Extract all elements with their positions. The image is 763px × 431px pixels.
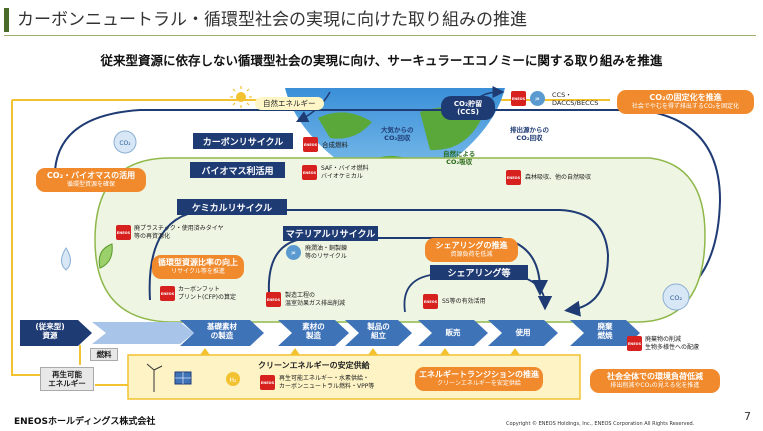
sharing-promotion-callout: シェアリングの推進資源負荷を低減 [425,238,518,262]
clean-energy-supply-label: クリーンエネルギーの安定供給 [258,361,370,370]
cfp-note: カーボンフット プリント(CFP)の算定 [178,286,236,301]
fuel-label: 燃料 [90,348,118,361]
waste-plastic-note: 廃プラスチック・使用済みタイヤ 等の再資源化 [134,225,224,240]
stage-material-label: 素材の 製造 [302,322,325,340]
flow-chevron-sales [418,320,488,346]
eneos-logo-icon: ENEOS [423,294,438,309]
water-drop-icon [61,247,71,271]
svg-text:H₂: H₂ [230,377,238,384]
leaf-icon [98,243,113,269]
stage-sales-label: 販売 [445,328,461,337]
company-logo: ENEOSホールディングス株式会社 [14,417,156,427]
page-subtitle: 従来型資源に依存しない循環型社会の実現に向け、サーキュラーエコノミーに関する取り… [100,53,663,68]
jx-logo-icon: JX [286,245,301,260]
ss-note: SS等の有効活用 [442,298,486,305]
sharing-label: シェアリング等 [430,265,528,280]
renewables-note: 再生可能エネルギー・水素供給・ カーボンニュートラル燃料・VPP等 [279,375,375,390]
energy-transition-callout: エネルギートランジションの推進クリーンエネルギーを安定供給 [415,367,543,391]
svg-text:CO₂: CO₂ [119,140,131,147]
stage-assembly-label: 製品の 組立 [367,322,390,340]
stage-resource-label: (従来型) 資源 [35,322,65,340]
eneos-logo-icon: ENEOS [627,336,642,351]
source-capture-label: 排出源からの CO₂回収 [510,126,549,143]
forest-absorption-label: 森林吸収、他の自然吸収 [525,174,592,181]
carbon-recycle-label: カーボンリサイクル [193,133,293,149]
atmospheric-capture-label: 大気からの CO₂回収 [381,126,414,143]
eneos-logo-icon: ENEOS [116,225,131,240]
eneos-logo-icon: ENEOS [266,292,281,307]
natural-absorption-label: 自然による CO₂吸収 [443,150,476,167]
saf-biofuel-note: SAF・バイオ燃料 バイオケミカル [321,165,369,180]
outer-energy-loop [11,100,50,376]
jx-logo-icon: JX [530,91,545,106]
sun-icon [230,86,252,108]
title-divider [4,35,756,36]
renewable-energy-label: 再生可能 エネルギー [40,367,94,391]
co2-bubble-right-icon: CO₂ [662,283,690,311]
natural-energy-label: 自然エネルギー [255,97,324,111]
eneos-logo-icon: ENEOS [506,170,521,185]
biomass-label: バイオマス利活用 [190,162,285,178]
co2-bubble-icon: CO₂ [113,130,137,154]
eneos-logo-icon: ENEOS [302,165,317,180]
material-recycle-label: マテリアルリサイクル [283,226,378,241]
eneos-logo-icon: ENEOS [303,137,318,152]
flow-chevron-material [278,320,349,346]
eneos-logo-icon: ENEOS [511,91,526,106]
hydrogen-icon: H₂ [226,372,240,386]
flow-chevron-use [488,320,558,346]
recycle-rate-callout: 循環型資源比率の向上リサイクル等を推進 [152,255,244,279]
chemical-recycle-loop [148,209,610,317]
page-title: カーボンニュートラル・循環型社会の実現に向けた取り組みの推進 [4,8,754,32]
environmental-load-callout: 社会全体での環境負荷低減排出削減やCO₂の見える化を推進 [590,369,720,393]
waste-reduction-note: 廃棄物の削減 生物多様性への配慮 [645,336,700,351]
co2-fixation-callout: CO₂の固定化を推進社会でやむを得ず排出するCO₂を固定化 [617,90,754,114]
eneos-logo-icon: ENEOS [260,375,275,390]
synthetic-fuel-note: 合成燃料 [322,141,348,149]
stage-basic-material-label: 基礎素材 の製造 [207,322,237,340]
flow-chevron-basic [180,320,264,346]
svg-text:CO₂: CO₂ [670,294,683,302]
page-number: 7 [744,410,751,423]
waste-oil-note: 廃潤油・銅製錬 等のリサイクル [305,245,348,260]
copyright-text: Copyright © ENEOS Holdings, Inc., ENEOS … [506,421,695,427]
flow-chevron-resource [20,320,92,346]
stage-disposal-label: 廃棄 燃焼 [597,322,613,340]
eneos-logo-icon: ENEOS [160,286,175,301]
flow-chevron-disposal [570,320,640,346]
co2-storage-label: CO₂貯留 (CCS) [441,96,495,120]
stage-use-label: 使用 [515,328,531,337]
chemical-recycle-label: ケミカルリサイクル [177,199,287,215]
solar-panel-icon [174,371,192,385]
ccs-tag-label: CCS・ DACCS/BECCS [552,91,599,108]
flow-chevron-assembly [345,320,412,346]
manufacturing-note: 製造工程の 温室効果ガス排出削減 [285,292,346,307]
wind-turbine-icon [146,363,163,392]
co2-biomass-use-callout: CO₂・バイオマスの活用循環型資源を確保 [36,168,146,192]
